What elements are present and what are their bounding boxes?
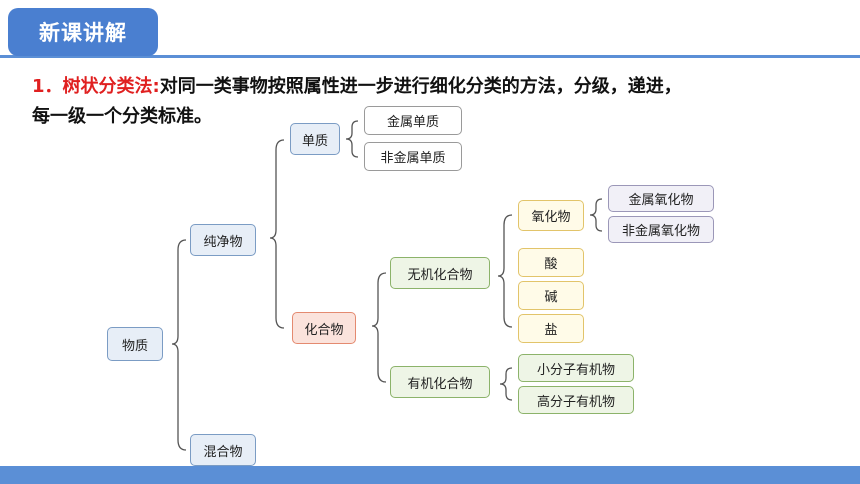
node-element: 单质: [290, 123, 340, 155]
node-nonmetal-oxide: 非金属氧化物: [608, 216, 714, 243]
node-inorganic-compound: 无机化合物: [390, 257, 490, 289]
node-compound: 化合物: [292, 312, 356, 344]
node-pure-substance: 纯净物: [190, 224, 256, 256]
node-metal-oxide: 金属氧化物: [608, 185, 714, 212]
section-badge: 新课讲解: [8, 8, 158, 56]
node-acid: 酸: [518, 248, 584, 277]
term-label: 树状分类法:: [62, 76, 160, 97]
bracket-root: [171, 239, 187, 451]
bracket-organic: [499, 367, 513, 401]
node-mixture: 混合物: [190, 434, 256, 466]
bracket-element: [345, 120, 359, 158]
definition-text: 1．树状分类法:对同一类事物按照属性进一步进行细化分类的方法，分级，递进， 每一…: [32, 72, 832, 132]
node-polymer-organic: 高分子有机物: [518, 386, 634, 414]
definition-line-2: 每一级一个分类标准。: [32, 106, 212, 127]
bracket-oxide: [589, 198, 603, 232]
footer-bar: [0, 466, 860, 484]
node-small-molecule-organic: 小分子有机物: [518, 354, 634, 382]
bracket-compound: [371, 272, 387, 383]
node-base: 碱: [518, 281, 584, 310]
node-organic-compound: 有机化合物: [390, 366, 490, 398]
node-oxide: 氧化物: [518, 200, 584, 231]
item-number: 1．: [32, 76, 63, 97]
definition-line-1: 对同一类事物按照属性进一步进行细化分类的方法，分级，递进，: [159, 76, 682, 97]
node-substance: 物质: [107, 327, 163, 361]
node-salt: 盐: [518, 314, 584, 343]
node-metal-element: 金属单质: [364, 106, 462, 135]
header-rule: [0, 55, 860, 58]
node-nonmetal-element: 非金属单质: [364, 142, 462, 171]
bracket-pure: [269, 139, 285, 329]
bracket-inorganic: [497, 214, 513, 328]
